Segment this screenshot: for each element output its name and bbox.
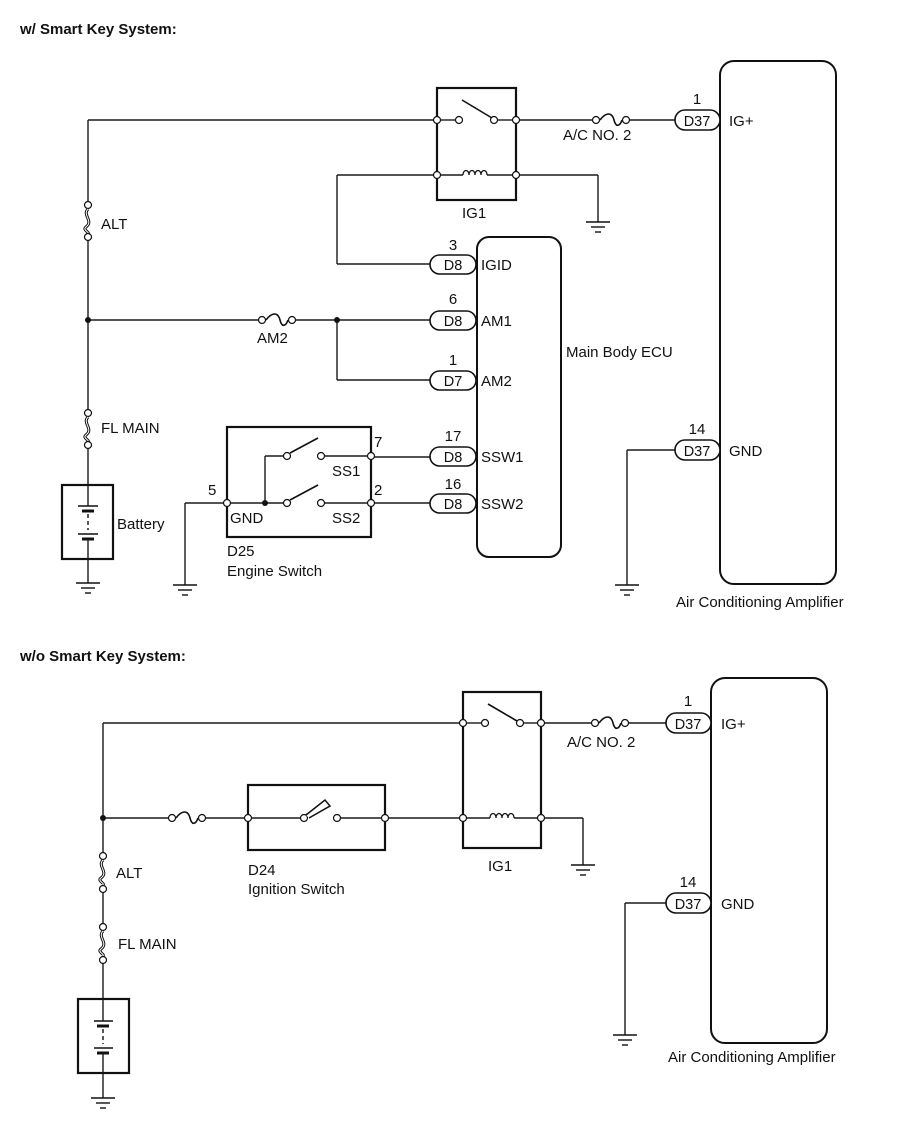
fuse-ac-no2 xyxy=(590,716,630,730)
svg-text:D37: D37 xyxy=(675,717,702,733)
ecu-connector-am1: D8 6 AM1 xyxy=(429,291,512,331)
pin-name: IG+ xyxy=(729,113,754,130)
ground-icon xyxy=(91,1097,115,1109)
fuse-am2 xyxy=(257,313,297,327)
section-header-no-smart-key: w/o Smart Key System: xyxy=(19,648,186,665)
ignition-switch xyxy=(243,783,390,852)
pin-name: IGID xyxy=(481,257,512,274)
pin-number: 1 xyxy=(684,693,692,710)
relay-ig1 xyxy=(432,86,521,202)
junction-dot xyxy=(85,317,91,323)
label-fuse-ac-no2: A/C NO. 2 xyxy=(563,127,631,144)
pin-number: 17 xyxy=(445,428,462,445)
svg-text:D37: D37 xyxy=(684,444,711,460)
ac-amplifier xyxy=(719,60,837,585)
pin-number: 16 xyxy=(445,476,462,493)
label-ac-amplifier: Air Conditioning Amplifier xyxy=(676,594,844,611)
pin-name: IG+ xyxy=(721,716,746,733)
ground-icon xyxy=(613,1034,637,1046)
label-fuse-alt: ALT xyxy=(101,216,127,233)
svg-text:D8: D8 xyxy=(444,314,463,330)
pin-number: 7 xyxy=(374,434,382,451)
main-body-ecu xyxy=(476,236,562,558)
fusible-link-alt xyxy=(98,851,108,894)
pin-number: 14 xyxy=(689,421,706,438)
svg-text:D8: D8 xyxy=(444,258,463,274)
coil-icon xyxy=(489,812,515,819)
pin-number: 1 xyxy=(449,352,457,369)
pin-number: 5 xyxy=(208,482,216,499)
ground-icon xyxy=(586,221,610,233)
amp-connector-ig: D37 1 IG+ xyxy=(665,693,746,734)
svg-text:D7: D7 xyxy=(444,374,463,390)
ecu-connector-ssw1: D8 17 SSW1 xyxy=(429,428,524,467)
label-ignition-switch-code: D24 xyxy=(248,862,276,879)
wires-s1 xyxy=(87,119,675,585)
pin-name: GND xyxy=(729,443,763,460)
label-engine-switch-code: D25 xyxy=(227,543,255,560)
label-fuse-fl-main: FL MAIN xyxy=(118,936,177,953)
fusible-link-fl-main xyxy=(98,922,108,965)
label-engine-switch-name: Engine Switch xyxy=(227,563,322,580)
amp-connector-gnd: D37 14 GND xyxy=(674,421,763,461)
fusible-link-alt xyxy=(83,200,93,242)
label-pin-ss1: SS1 xyxy=(332,463,360,480)
pin-number: 14 xyxy=(680,874,697,891)
fuse-ignition xyxy=(167,811,207,825)
ground-icon xyxy=(571,864,595,876)
svg-text:D37: D37 xyxy=(675,897,702,913)
label-ac-amplifier: Air Conditioning Amplifier xyxy=(668,1049,836,1066)
pin-number: 6 xyxy=(449,291,457,308)
label-main-body-ecu: Main Body ECU xyxy=(566,344,673,361)
svg-text:D8: D8 xyxy=(444,497,463,513)
ecu-connector-igid: D8 3 IGID xyxy=(429,237,512,275)
label-battery: Battery xyxy=(117,516,165,533)
section-header-smart-key: w/ Smart Key System: xyxy=(19,21,177,38)
amp-connector-ig: D37 1 IG+ xyxy=(674,91,754,131)
ground-icon xyxy=(173,584,197,596)
engine-switch xyxy=(222,425,376,539)
label-fuse-am2: AM2 xyxy=(257,330,288,347)
label-relay-ig1: IG1 xyxy=(462,205,486,222)
pin-number: 3 xyxy=(449,237,457,254)
coil-icon xyxy=(462,169,488,176)
pin-number: 2 xyxy=(374,482,382,499)
battery-icon xyxy=(76,997,131,1075)
junction-dot xyxy=(100,815,106,821)
svg-text:D37: D37 xyxy=(684,114,711,130)
label-relay-ig1: IG1 xyxy=(488,858,512,875)
ground-icon xyxy=(76,582,100,594)
ground-icon xyxy=(615,584,639,596)
pin-name: SSW2 xyxy=(481,496,524,513)
label-fuse-ac-no2: A/C NO. 2 xyxy=(567,734,635,751)
battery-icon xyxy=(60,483,115,561)
wires-s2 xyxy=(102,722,667,1098)
label-fuse-fl-main: FL MAIN xyxy=(101,420,160,437)
junction-dot xyxy=(334,317,340,323)
pin-name: GND xyxy=(721,896,755,913)
fusible-link-fl-main xyxy=(83,408,93,450)
fuse-ac-no2 xyxy=(591,113,631,127)
label-fuse-alt: ALT xyxy=(116,865,142,882)
label-ignition-switch-name: Ignition Switch xyxy=(248,881,345,898)
label-pin-ss2: SS2 xyxy=(332,510,360,527)
ecu-connector-am2: D7 1 AM2 xyxy=(429,352,512,391)
amp-connector-gnd: D37 14 GND xyxy=(665,874,755,914)
svg-text:D8: D8 xyxy=(444,450,463,466)
ecu-connector-ssw2: D8 16 SSW2 xyxy=(429,476,524,514)
label-pin-gnd: GND xyxy=(230,510,264,527)
ac-amplifier xyxy=(710,677,828,1044)
pin-number: 1 xyxy=(693,91,701,108)
pin-name: AM1 xyxy=(481,313,512,330)
relay-ig1 xyxy=(458,690,546,850)
pin-name: AM2 xyxy=(481,373,512,390)
pin-name: SSW1 xyxy=(481,449,524,466)
